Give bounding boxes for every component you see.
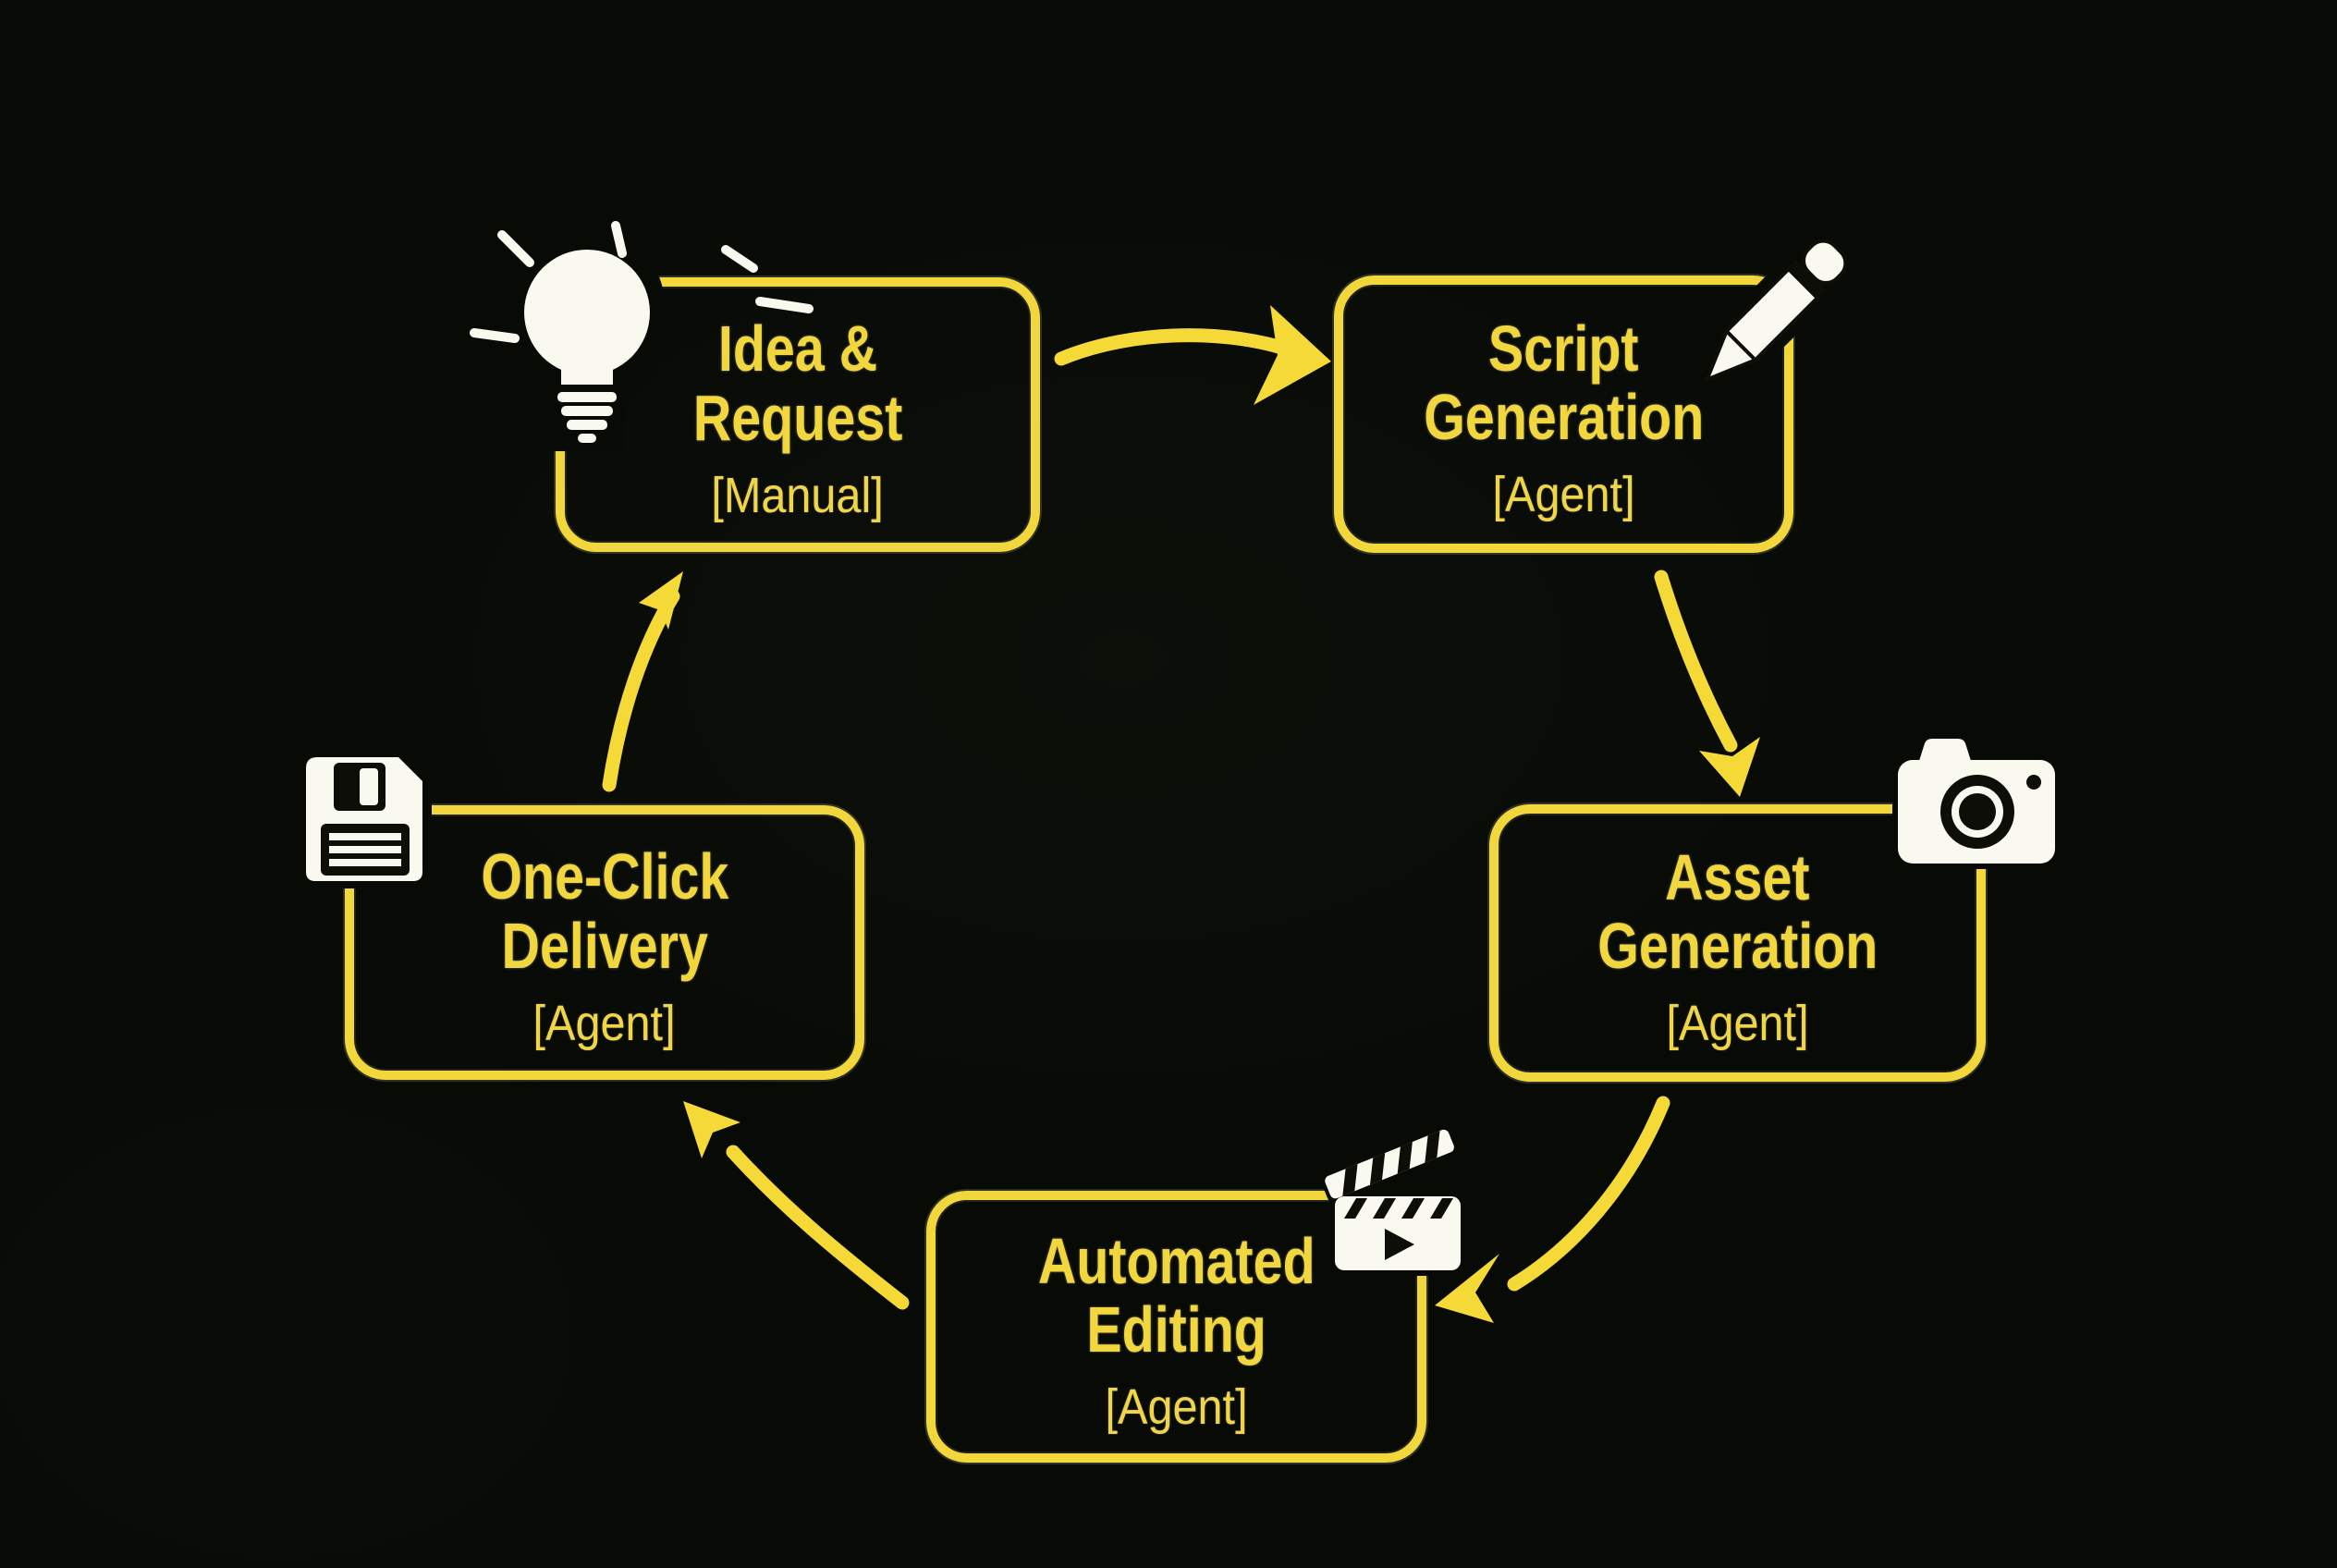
floppy-disk-icon [297, 750, 432, 888]
node-title-line: One-Click [481, 840, 728, 913]
node-title-line: Generation [1597, 910, 1878, 982]
arrow-editing-to-delivery-head [683, 1101, 740, 1158]
arrow-idea-to-script-head [1254, 305, 1331, 405]
node-text: Automated Editing [Agent] [1008, 1227, 1346, 1436]
node-title-line: Request [692, 381, 903, 454]
node-subtitle: [Agent] [1666, 996, 1809, 1052]
arrow-script-to-asset-shaft [1654, 570, 1738, 753]
node-title-line: Automated [1037, 1224, 1315, 1297]
clapperboard-icon [1320, 1125, 1468, 1276]
node-title-line: Asset [1665, 840, 1810, 913]
node-text: Asset Generation [Agent] [1567, 843, 1909, 1052]
node-asset-generation: Asset Generation [Agent] [1489, 732, 2062, 1082]
node-script-generation: Script Generation [Agent] [1334, 228, 1858, 553]
node-idea-request: Idea & Request [Manual] [470, 220, 1040, 552]
pencil-icon [1700, 228, 1858, 386]
node-text: Idea & Request [Manual] [670, 314, 925, 523]
node-subtitle: [Agent] [532, 995, 676, 1051]
arrow-delivery-to-idea-head [639, 571, 683, 630]
node-one-click-delivery: One-Click Delivery [Agent] [297, 750, 864, 1080]
node-text: One-Click Delivery [Agent] [454, 842, 756, 1051]
arrow-idea-to-script-shaft [1054, 328, 1303, 366]
arrow-delivery-to-idea-shaft [602, 589, 680, 792]
arrow-editing-to-delivery-shaft [726, 1145, 910, 1310]
camera-icon [1892, 732, 2062, 869]
node-title-line: Script [1488, 312, 1639, 385]
arrow-script-to-asset-head [1699, 737, 1760, 797]
node-title-line: Editing [1086, 1293, 1266, 1366]
node-subtitle: [Manual] [711, 467, 885, 523]
node-subtitle: [Agent] [1105, 1379, 1248, 1436]
arrow-asset-to-editing-shaft [1507, 1096, 1670, 1292]
lightbulb-icon [470, 220, 814, 451]
arrow-asset-to-editing-head [1435, 1254, 1499, 1323]
node-automated-editing: Automated Editing [Agent] [926, 1125, 1468, 1463]
node-subtitle: [Agent] [1492, 467, 1635, 523]
node-title-line: Delivery [501, 909, 708, 982]
node-title-line: Idea & [717, 312, 878, 386]
node-title-line: Generation [1423, 381, 1705, 453]
node-text: Script Generation [Agent] [1393, 314, 1735, 523]
